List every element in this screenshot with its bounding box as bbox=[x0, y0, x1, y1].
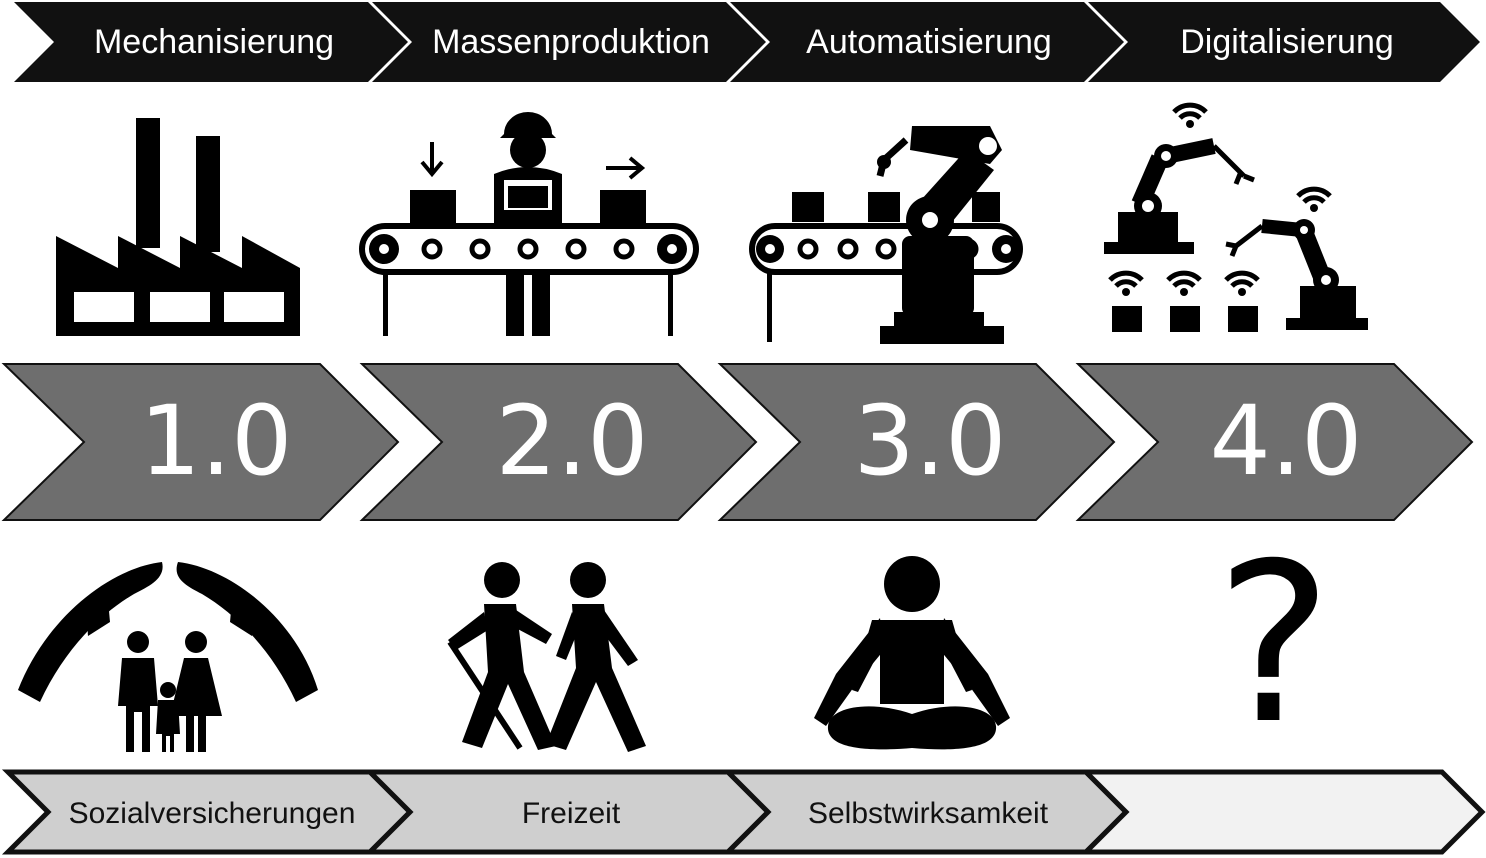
era-number-4: 4.0 bbox=[1210, 385, 1363, 497]
top-chevron-3 bbox=[730, 2, 1124, 82]
phase-label-mechanisierung: Mechanisierung bbox=[94, 23, 334, 61]
era-number-3: 3.0 bbox=[854, 385, 1007, 497]
meditation-icon bbox=[814, 556, 1010, 750]
top-chevron-1 bbox=[14, 2, 408, 82]
robot-arm-conveyor-icon bbox=[749, 126, 1023, 344]
era-chevron-2 bbox=[359, 363, 758, 521]
top-chevron-row: Mechanisierung Massenproduktion Automati… bbox=[14, 2, 1480, 82]
era-chevron-3 bbox=[717, 363, 1116, 521]
assembly-line-worker-icon bbox=[359, 112, 699, 336]
factory-icon bbox=[56, 118, 300, 336]
era-chevron-4 bbox=[1075, 363, 1474, 521]
effect-chevron-row: Sozialversicherungen Freizeit Selbstwirk… bbox=[1, 769, 1486, 855]
effect-label-2: Freizeit bbox=[522, 797, 621, 830]
connected-robots-icon bbox=[1104, 105, 1368, 332]
phase-label-massenproduktion: Massenproduktion bbox=[432, 23, 710, 61]
top-chevron-4 bbox=[1088, 2, 1480, 82]
hikers-icon bbox=[447, 562, 646, 752]
era-number-1: 1.0 bbox=[140, 385, 293, 497]
family-protection-icon bbox=[18, 562, 318, 752]
question-mark-text: ? bbox=[1216, 516, 1333, 772]
era-chevron-1 bbox=[1, 363, 400, 521]
era-chevron-row: 1.0 2.0 3.0 4.0 bbox=[1, 363, 1474, 521]
effect-chevron-4 bbox=[1079, 769, 1486, 855]
question-mark-icon: ? bbox=[1216, 516, 1333, 772]
phase-label-automatisierung: Automatisierung bbox=[806, 23, 1052, 61]
era-number-2: 2.0 bbox=[496, 385, 649, 497]
top-chevron-2 bbox=[372, 2, 766, 82]
effect-label-3: Selbstwirksamkeit bbox=[808, 797, 1049, 830]
phase-label-digitalisierung: Digitalisierung bbox=[1180, 23, 1394, 61]
effect-label-1: Sozialversicherungen bbox=[69, 797, 356, 830]
